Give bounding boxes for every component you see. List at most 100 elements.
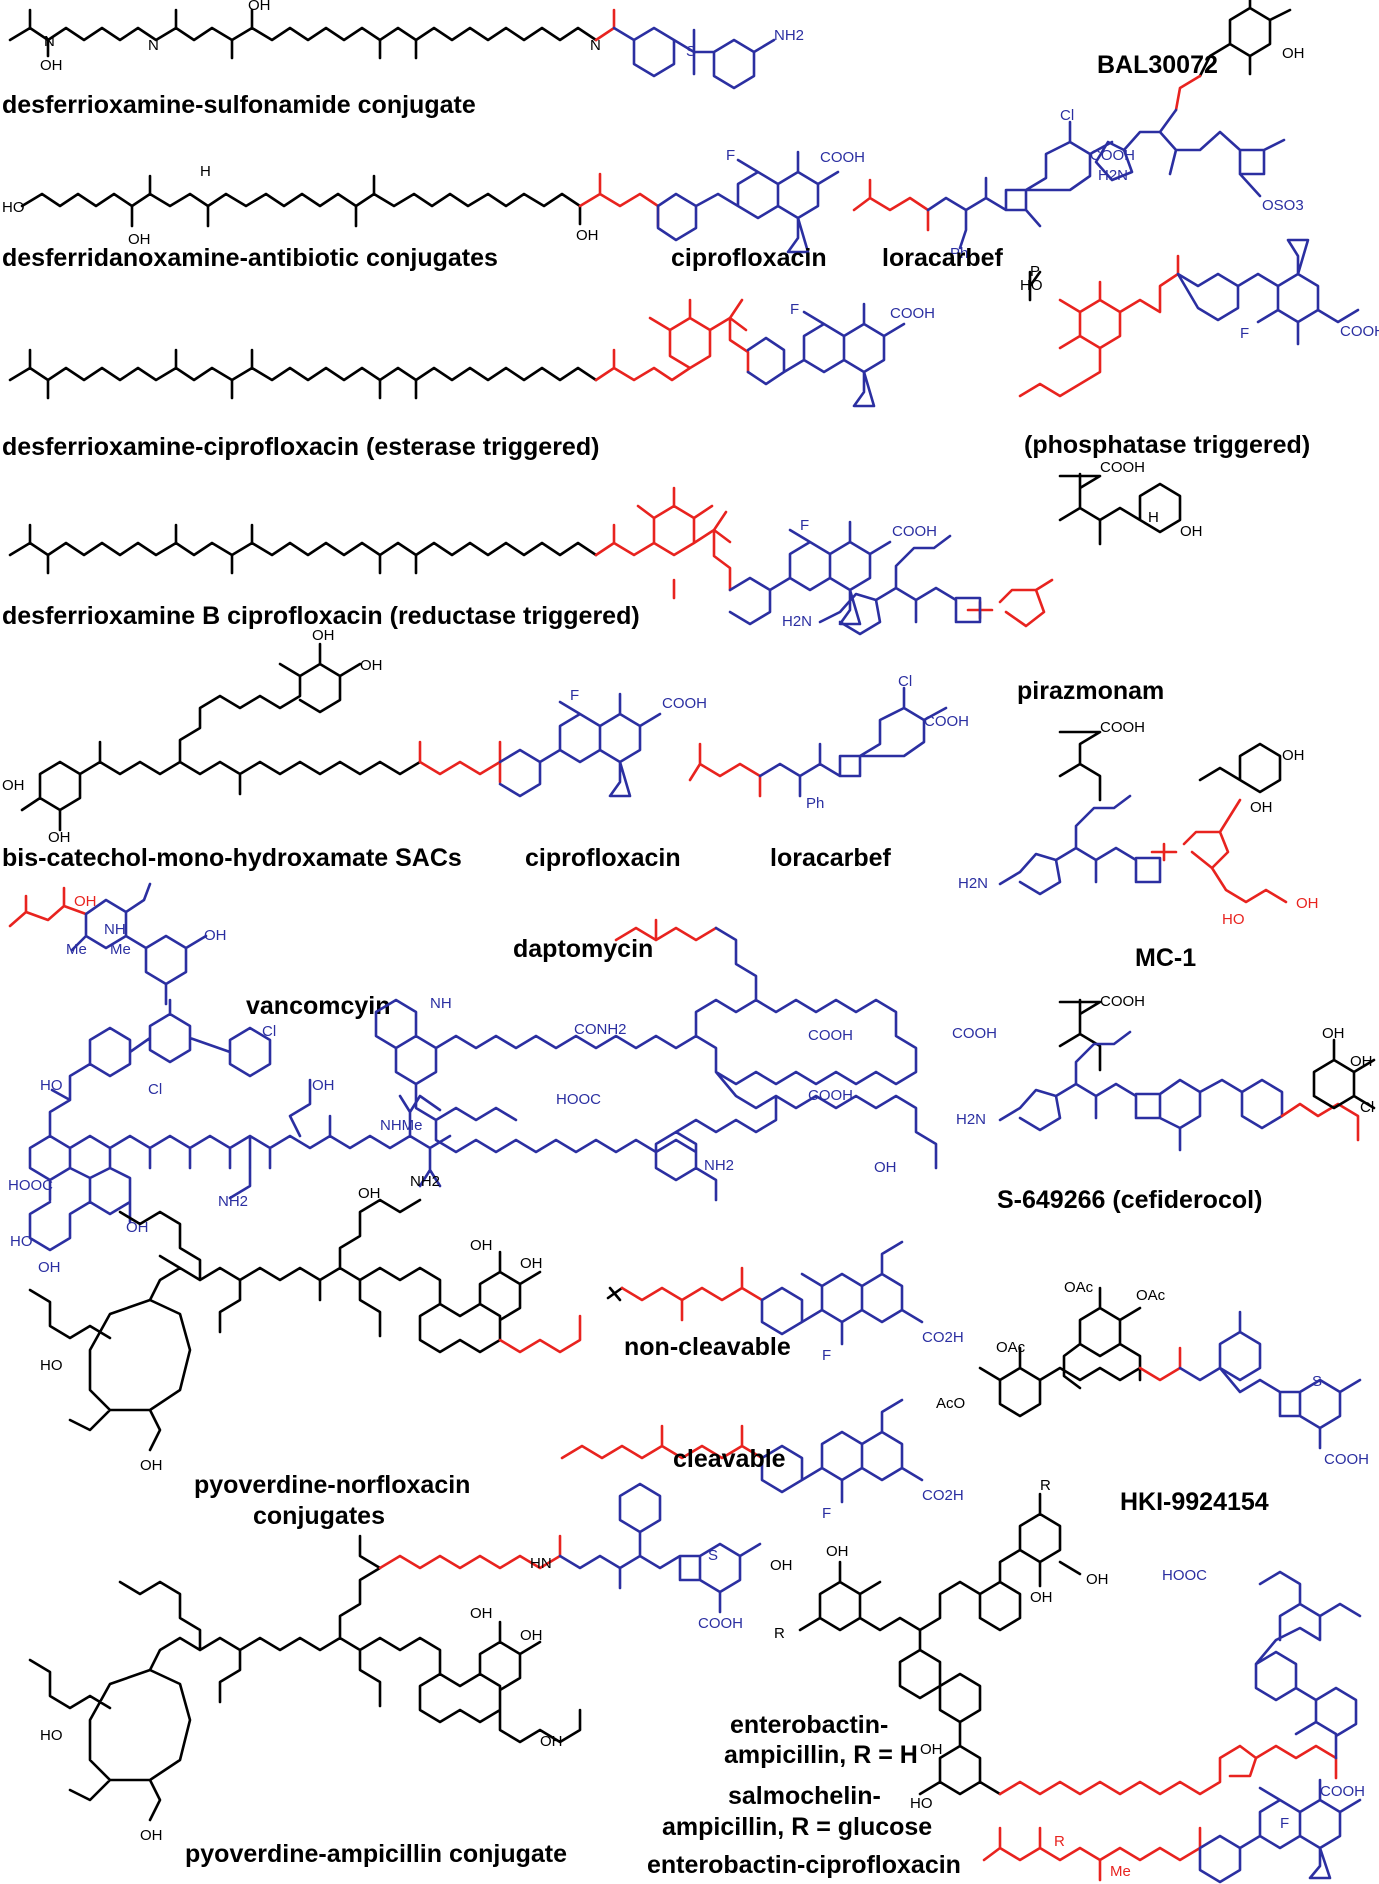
atom-ho: HO	[1222, 911, 1245, 928]
label-dfo-b-cipro-reductase: desferrioxamine B ciprofloxacin (reducta…	[2, 602, 640, 630]
atom-cooh: COOH	[1320, 1783, 1365, 1800]
atom-ho: HO	[2, 199, 25, 216]
atom-oh: OH	[1296, 895, 1319, 912]
label-salmochelin-amp-1: salmochelin-	[728, 1782, 881, 1810]
atom-me: Me	[110, 941, 131, 958]
atom-p: P	[1030, 263, 1040, 280]
atom-oh: OH	[1086, 1571, 1109, 1588]
atom-cl: Cl	[1360, 1099, 1374, 1116]
atom-oh: OH	[128, 231, 151, 248]
structure-dfo-cipro-esterase: F COOH	[8, 298, 935, 408]
atom-oh: OH	[826, 1543, 849, 1560]
atom-aco: AcO	[936, 1395, 965, 1412]
atom-hooc: HOOC	[1162, 1567, 1207, 1584]
label-non-cleavable: non-cleavable	[624, 1333, 791, 1361]
atom-oh: OH	[38, 1259, 61, 1276]
atom-cooh: COOH	[1100, 719, 1145, 736]
atom-cooh: COOH	[892, 523, 937, 540]
atom-r: R	[1040, 1477, 1051, 1494]
structure-norfloxacin-linkers: F CO2H F CO2H	[560, 1240, 964, 1522]
atom-f: F	[822, 1347, 831, 1364]
label-pyoverdine-norfloxacin-2: conjugates	[253, 1502, 385, 1530]
label-dfo-antibiotic: desferridanoxamine-antibiotic conjugates	[2, 244, 498, 272]
atom-cooh: COOH	[662, 695, 707, 712]
atom-oh: OH	[1322, 1025, 1345, 1042]
atom-co2h: CO2H	[922, 1487, 964, 1504]
atom-cl: Cl	[898, 673, 912, 690]
atom-oh: OH	[360, 657, 383, 674]
atom-h2n: H2N	[956, 1111, 986, 1128]
label-phosphatase: (phosphatase triggered)	[1024, 431, 1310, 459]
atom-oh: OH	[1180, 523, 1203, 540]
atom-cooh: COOH	[1090, 147, 1135, 164]
label-cefiderocol: S-649266 (cefiderocol)	[997, 1186, 1262, 1214]
label-salmochelin-amp-2: ampicillin, R = glucose	[662, 1813, 932, 1841]
atom-oh: OH	[470, 1605, 493, 1622]
atom-oh: OH	[358, 1185, 381, 1202]
atom-oh: OH	[48, 829, 71, 846]
structure-hki: OAc OAc OAc AcO S COOH	[936, 1279, 1369, 1468]
structure-loracarbef-1: Cl COOH Ph	[852, 107, 1135, 262]
atom-oh: OH	[312, 1077, 335, 1094]
atom-oac: OAc	[1136, 1287, 1166, 1304]
atom-ho: HO	[40, 1727, 63, 1744]
atom-h2n: H2N	[958, 875, 988, 892]
atom-hooc: HOOC	[556, 1091, 601, 1108]
atom-oh: OH	[1250, 799, 1273, 816]
atom-ho: HO	[40, 1357, 63, 1374]
atom-nh2: NH2	[218, 1193, 248, 1210]
atom-cooh: COOH	[1324, 1451, 1369, 1468]
structure-dfo-sulfonamide: OH N N OH N S NH2	[8, 0, 804, 90]
label-mc1: MC-1	[1135, 944, 1196, 972]
atom-cooh: COOH	[820, 149, 865, 166]
atom-oh: OH	[874, 1159, 897, 1176]
label-dfo-sulfonamide: desferrioxamine-sulfonamide conjugate	[2, 91, 476, 119]
atom-f: F	[800, 517, 809, 534]
atom-ph: Ph	[806, 795, 824, 812]
atom-oac: OAc	[1064, 1279, 1094, 1296]
atom-cooh: COOH	[698, 1615, 743, 1632]
atom-oh: OH	[470, 1237, 493, 1254]
label-hki: HKI-9924154	[1120, 1488, 1269, 1516]
atom-cooh: COOH	[808, 1087, 853, 1104]
atom-h: H	[1148, 509, 1159, 526]
atom-oh: OH	[1282, 45, 1305, 62]
label-pirazmonam: pirazmonam	[1017, 677, 1164, 705]
structure-dfo-b-cipro-reductase: F COOH	[8, 486, 937, 626]
atom-h2n: H2N	[1098, 167, 1128, 184]
atom-s: S	[708, 1547, 718, 1564]
label-daptomycin: daptomycin	[513, 935, 653, 963]
structure-pyoverdine-ampicillin: HN OH OH HO OH OH S COOH	[28, 1482, 762, 1844]
atom-f: F	[1280, 1815, 1289, 1832]
structure-sacs: OH OH OH OH F COOH Cl COOH Ph	[2, 627, 969, 846]
atom-oh: OH	[920, 1741, 943, 1758]
atom-cooh: COOH	[924, 713, 969, 730]
atom-ph: Ph	[950, 245, 968, 262]
label-pyoverdine-norfloxacin-1: pyoverdine-norfloxacin	[194, 1471, 470, 1499]
label-vancomycin: vancomcyin	[246, 992, 391, 1020]
atom-f: F	[790, 301, 799, 318]
atom-oh: OH	[140, 1457, 163, 1474]
atom-oh: OH	[40, 57, 63, 74]
atom-cooh: COOH	[890, 305, 935, 322]
atom-oh: OH	[248, 0, 271, 14]
atom-me: Me	[1110, 1863, 1131, 1880]
structure-enterobactin-conjugates: OH R OH R OH OH HO OH HOOC F COOH R Me	[770, 1477, 1365, 1884]
structure-dfo-antibiotic: HO OH H OH F COOH	[2, 147, 865, 254]
atom-oh: OH	[1030, 1589, 1053, 1606]
atom-cooh: COOH	[808, 1027, 853, 1044]
atom-cooh: COOH	[952, 1025, 997, 1042]
label-bal30072: BAL30072	[1097, 51, 1218, 79]
structure-daptomycin: NH CONH2 COOH COOH COOH HOOC NH2 OH	[374, 918, 997, 1202]
label-cleavable: cleavable	[673, 1445, 786, 1473]
atom-conh2: CONH2	[574, 1021, 627, 1038]
atom-ho: HO	[910, 1795, 933, 1812]
structure-cefiderocol: H2N COOH OH OH Cl	[956, 993, 1376, 1152]
atom-n: N	[148, 37, 159, 54]
atom-oac: OAc	[996, 1339, 1026, 1356]
structure-mc1: H2N COOH OH OH OH HO	[958, 719, 1319, 928]
atom-hooc: HOOC	[8, 1177, 53, 1194]
atom-n: N	[590, 37, 601, 54]
atom-cl: Cl	[1060, 107, 1074, 124]
